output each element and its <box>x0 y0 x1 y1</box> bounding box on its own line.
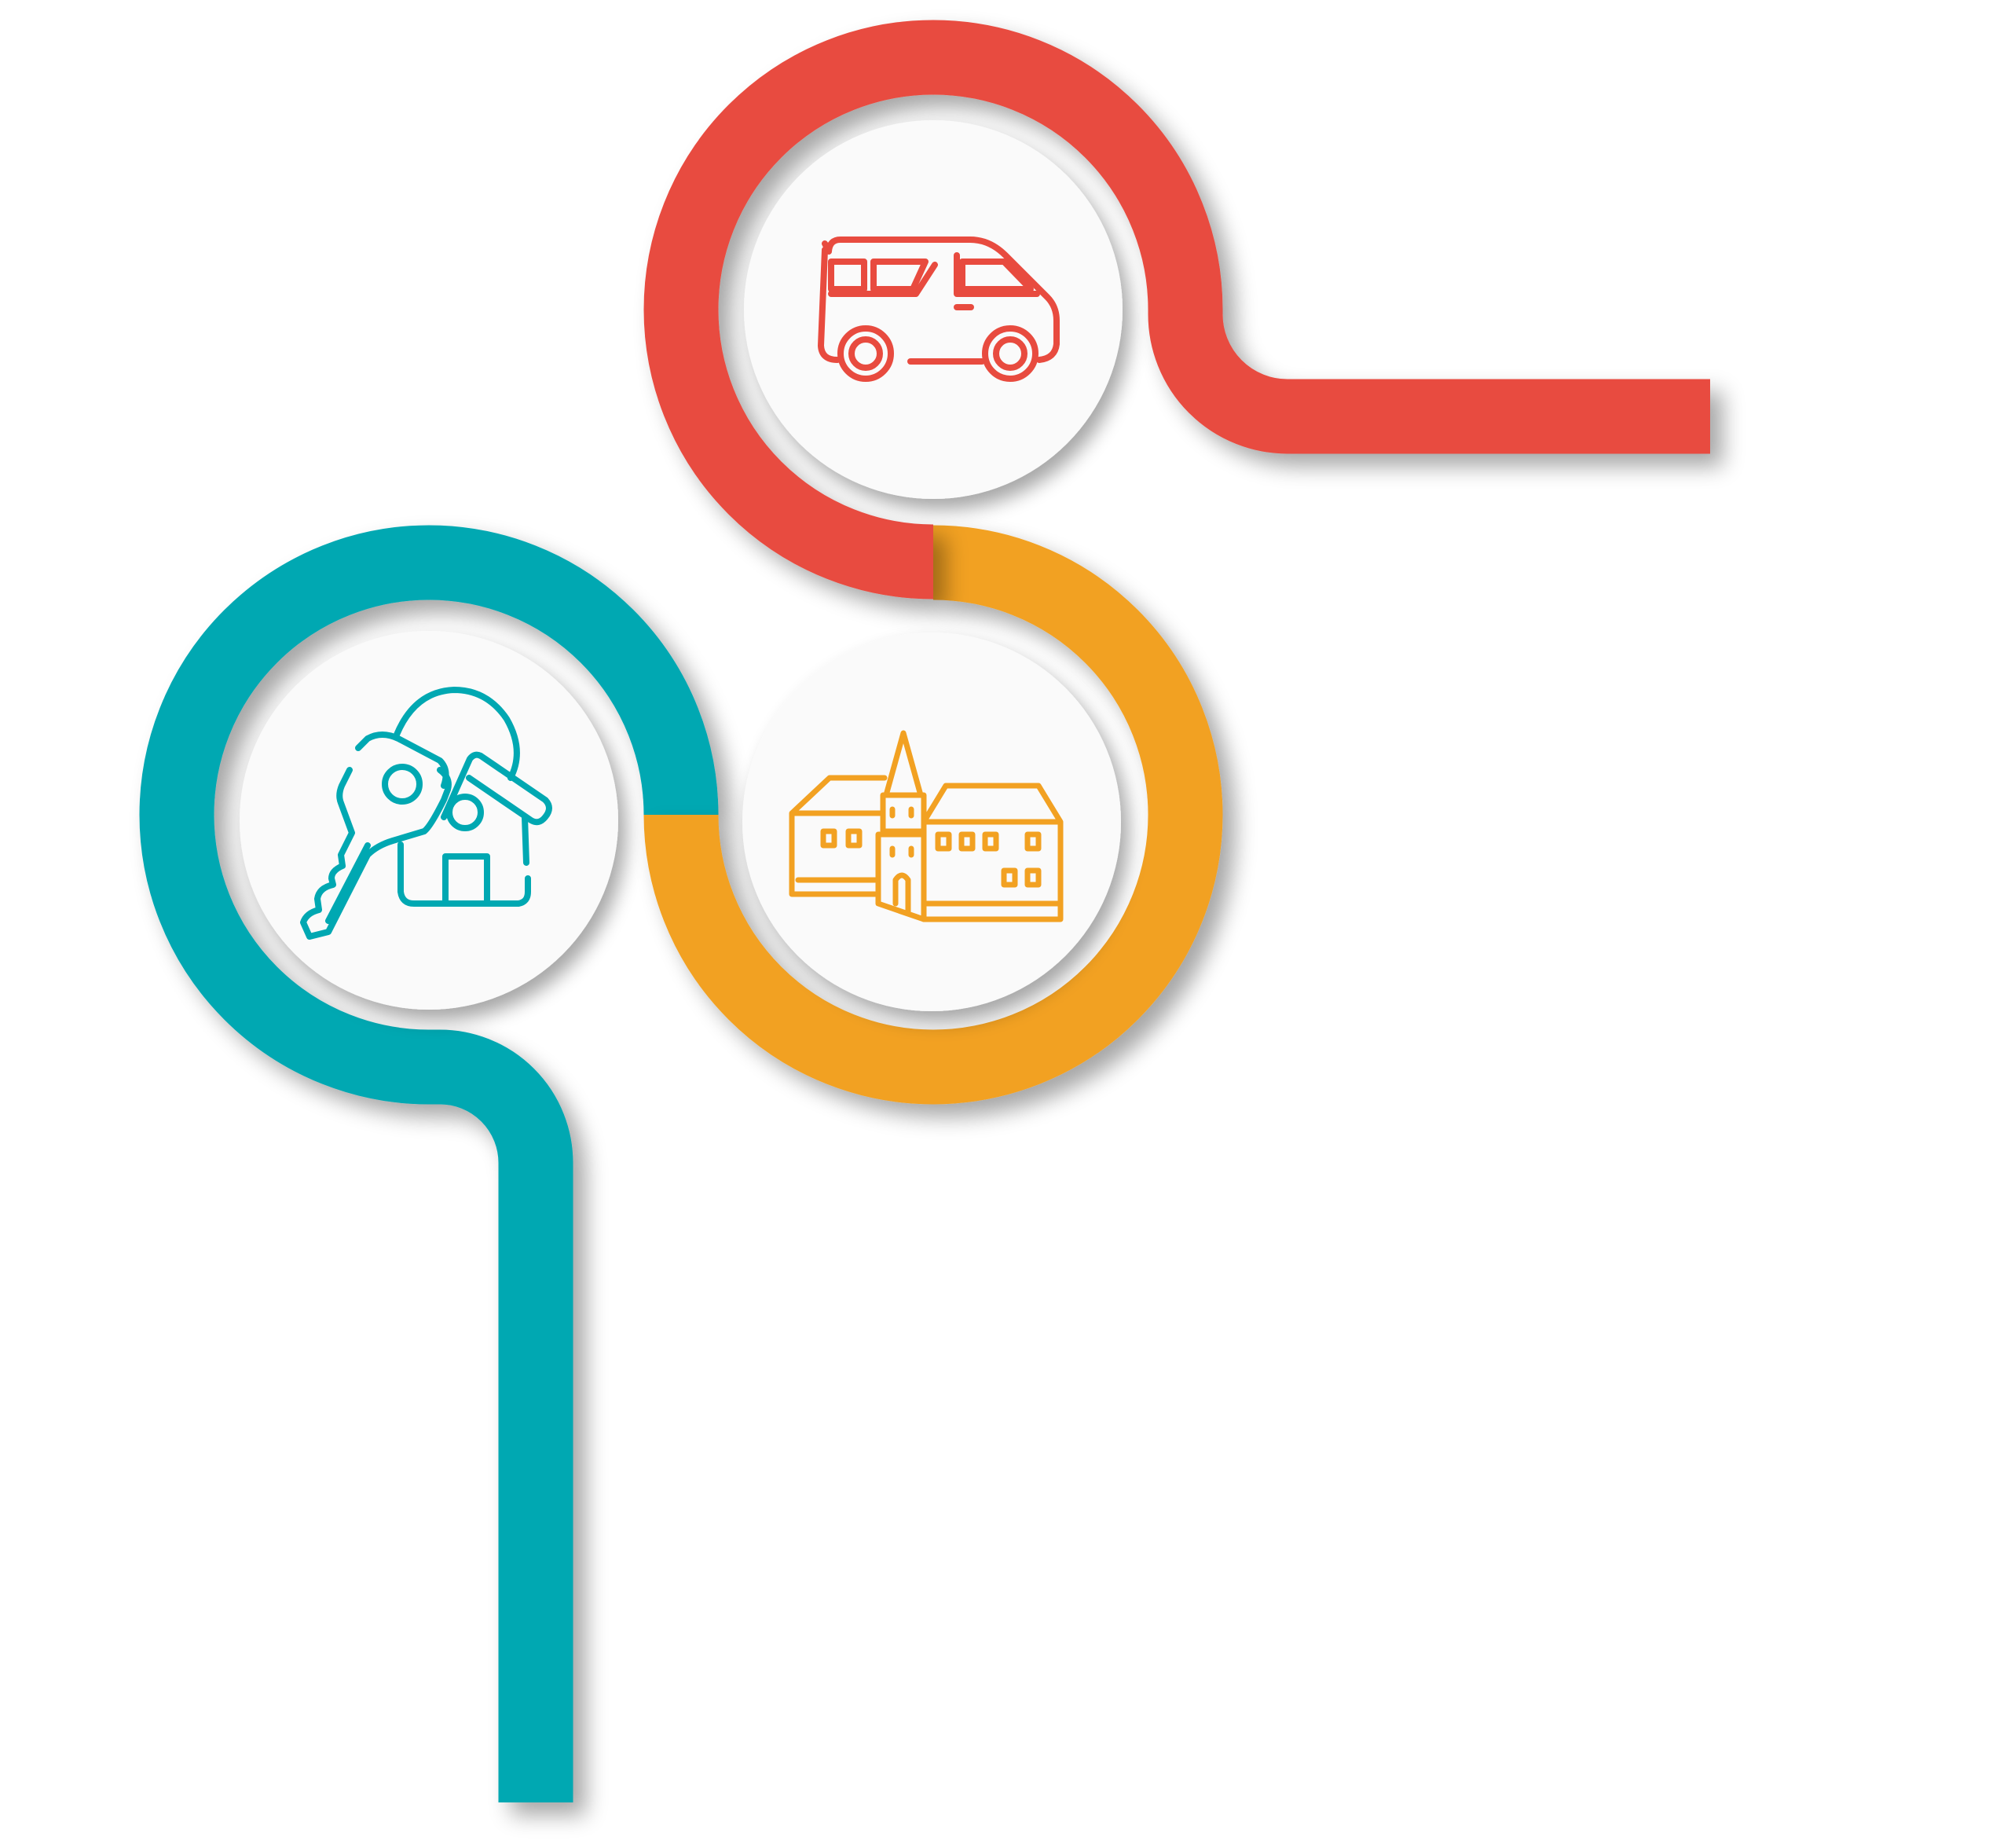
home-circle <box>240 631 618 1010</box>
transport-circle <box>744 120 1123 499</box>
house-keys-icon <box>300 687 552 940</box>
orange-path <box>643 525 1223 1105</box>
red-path <box>643 20 1710 600</box>
town-buildings-icon <box>789 730 1064 922</box>
van-icon <box>818 236 1060 382</box>
teal-path <box>139 525 719 1802</box>
